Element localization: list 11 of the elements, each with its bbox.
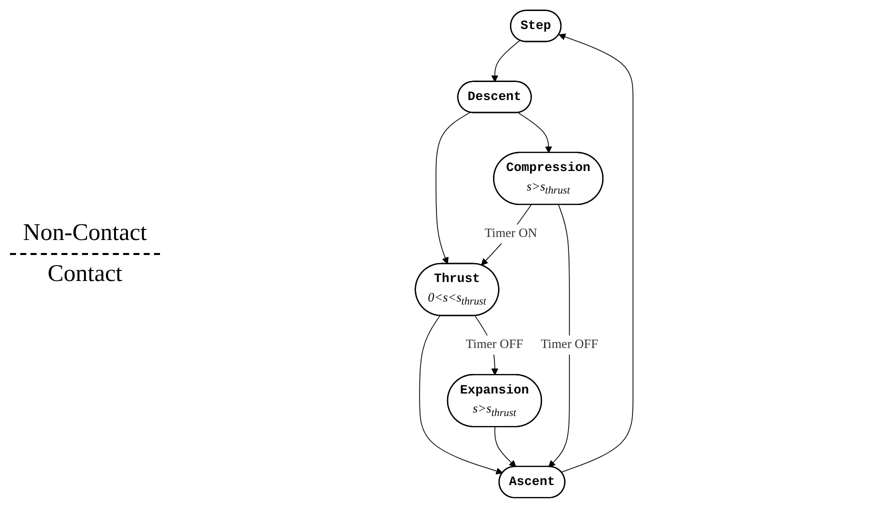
edge-label: Timer OFF	[466, 337, 523, 351]
arrow	[558, 33, 634, 472]
region-label: Contact	[48, 260, 122, 288]
arrow	[491, 40, 520, 82]
edge-label: Timer OFF	[540, 337, 598, 351]
arrow	[548, 204, 570, 467]
arrow	[494, 426, 516, 467]
arrow	[435, 112, 470, 264]
arrow	[518, 112, 552, 153]
edge-label: Timer ON	[484, 226, 537, 240]
region-label: Non-Contact	[23, 220, 147, 246]
